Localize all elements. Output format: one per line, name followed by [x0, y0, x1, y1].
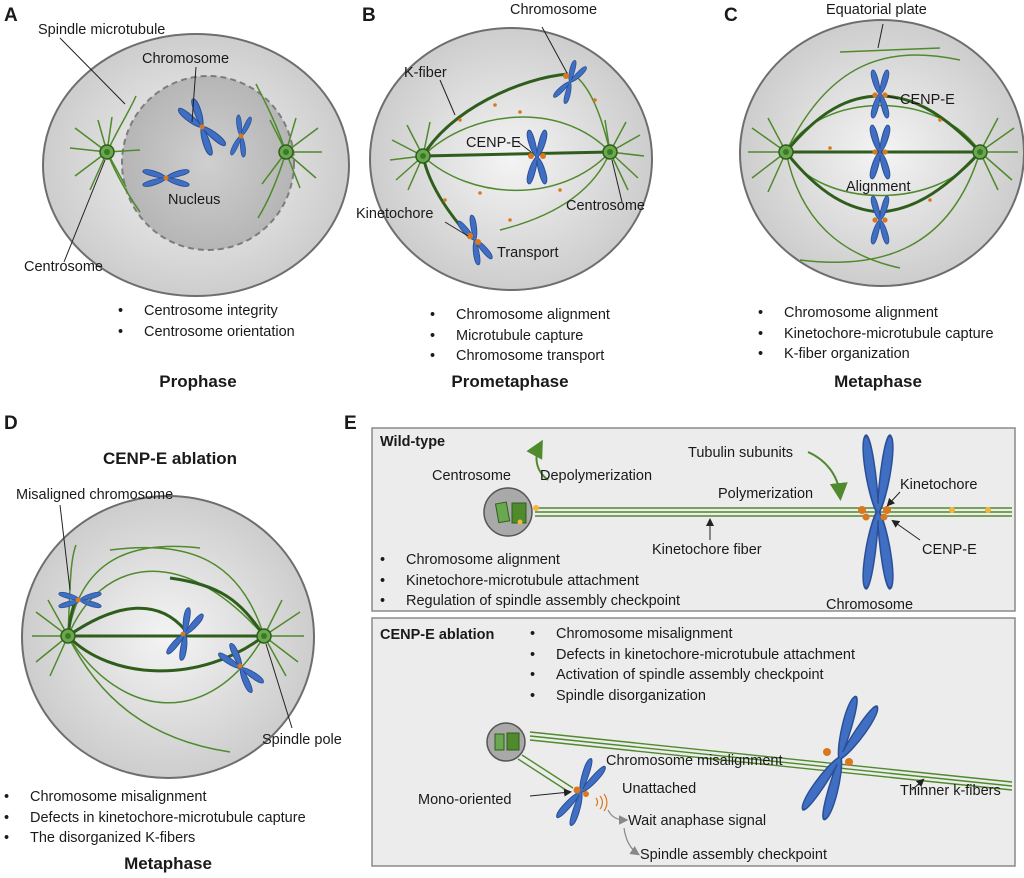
label-spindle-assembly-checkpoint: Spindle assembly checkpoint [640, 847, 827, 863]
label-chromosome: Chromosome [142, 51, 230, 67]
bullet-item: K-fiber organization [758, 344, 994, 365]
bullet-item: Activation of spindle assembly checkpoin… [530, 665, 855, 686]
panel-a-cell [42, 33, 350, 297]
centrosome-icon [602, 144, 618, 160]
bullet-item: Centrosome integrity [118, 301, 295, 322]
panel-letter-a: A [4, 5, 18, 26]
bullet-item: Chromosome alignment [430, 305, 610, 326]
label-spindle-pole: Spindle pole [262, 732, 342, 748]
ablation-heading: CENP-E ablation [380, 627, 495, 643]
label-chromosome-misalignment: Chromosome misalignment [606, 753, 783, 769]
panel-b-cell [369, 26, 653, 291]
panel-a-bullets: Centrosome integrity Centrosome orientat… [118, 301, 295, 342]
stage-title-prometaphase: Prometaphase [451, 372, 569, 391]
label-kinetochore: Kinetochore [356, 206, 434, 222]
bullet-item: The disorganized K-fibers [4, 828, 306, 849]
bullet-item: Centrosome orientation [118, 322, 295, 343]
label-misaligned-chromosome: Misaligned chromosome [16, 487, 174, 503]
bullet-item: Chromosome misalignment [530, 624, 855, 645]
panel-d-heading: CENP-E ablation [102, 449, 238, 468]
label-tubulin-subunits: Tubulin subunits [688, 445, 794, 461]
bullet-item: Chromosome alignment [380, 550, 680, 571]
bullet-item: Regulation of spindle assembly checkpoin… [380, 591, 680, 612]
label-chromosome: Chromosome [510, 2, 598, 18]
label-centrosome: Centrosome [566, 198, 645, 214]
stage-title-metaphase-d: Metaphase [124, 854, 212, 873]
bullet-item: Defects in kinetochore-microtubule captu… [4, 808, 306, 829]
stage-title-prophase: Prophase [159, 372, 237, 391]
label-mono-oriented: Mono-oriented [418, 792, 512, 808]
label-transport: Transport [497, 245, 559, 261]
centrosome-icon [99, 144, 115, 160]
label-depolymerization: Depolymerization [540, 468, 653, 484]
label-cenp-e: CENP-E [922, 542, 977, 558]
centrosome-icon [778, 144, 794, 160]
ablation-bullets: Chromosome misalignment Defects in kinet… [530, 624, 855, 706]
bullet-item: Kinetochore-microtubule capture [758, 324, 994, 345]
bullet-item: Chromosome transport [430, 346, 610, 367]
bullet-item: Defects in kinetochore-microtubule attac… [530, 645, 855, 666]
bullet-item: Spindle disorganization [530, 686, 855, 707]
label-equatorial-plate: Equatorial plate [826, 2, 927, 18]
label-centrosome: Centrosome [432, 468, 511, 484]
panel-d-bullets: Chromosome misalignment Defects in kinet… [4, 787, 306, 849]
label-centrosome: Centrosome [24, 259, 103, 275]
nucleus-envelope [121, 75, 295, 251]
stage-title-metaphase: Metaphase [834, 372, 922, 391]
label-k-fiber: K-fiber [404, 65, 447, 81]
panel-letter-c: C [724, 5, 738, 26]
panel-letter-b: B [362, 5, 376, 26]
label-cenp-e: CENP-E [900, 92, 955, 108]
label-spindle-microtubule: Spindle microtubule [38, 22, 166, 38]
label-unattached: Unattached [622, 781, 697, 797]
label-polymerization: Polymerization [718, 486, 814, 502]
panel-letter-e: E [344, 413, 357, 434]
label-kinetochore: Kinetochore [900, 477, 978, 493]
wildtype-bullets: Chromosome alignment Kinetochore-microtu… [380, 550, 680, 612]
spindle-pole-icon [256, 628, 272, 644]
label-thinner-k-fibers: Thinner k-fibers [900, 783, 1001, 799]
panel-c-cell [739, 19, 1024, 287]
bullet-item: Kinetochore-microtubule attachment [380, 571, 680, 592]
centrosome-icon [60, 628, 76, 644]
wildtype-heading: Wild-type [380, 434, 446, 450]
label-alignment: Alignment [846, 179, 911, 195]
panel-letter-d: D [4, 413, 18, 434]
panel-c-bullets: Chromosome alignment Kinetochore-microtu… [758, 303, 994, 365]
centrosome-icon [972, 144, 988, 160]
bullet-item: Microtubule capture [430, 326, 610, 347]
label-chromosome: Chromosome [826, 597, 914, 613]
centrosome-icon [415, 148, 431, 164]
label-nucleus: Nucleus [168, 192, 221, 208]
panel-d-cell [21, 495, 315, 779]
label-cenp-e: CENP-E [466, 135, 521, 151]
centrosome-icon [278, 144, 294, 160]
label-wait-anaphase-signal: Wait anaphase signal [628, 813, 767, 829]
bullet-item: Chromosome alignment [758, 303, 994, 324]
panel-b-bullets: Chromosome alignment Microtubule capture… [430, 305, 610, 367]
bullet-item: Chromosome misalignment [4, 787, 306, 808]
